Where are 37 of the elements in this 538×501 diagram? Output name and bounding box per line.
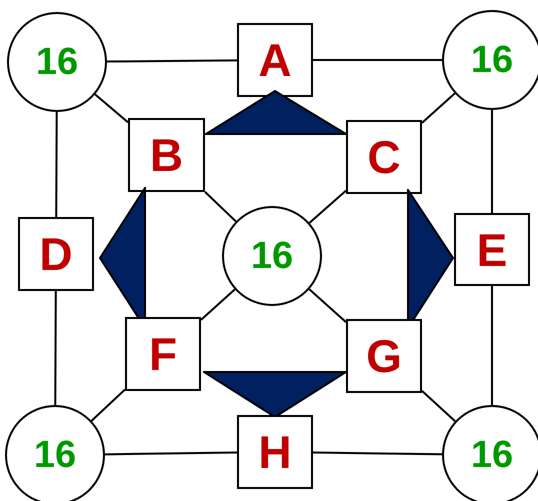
letter-label: A [258, 37, 292, 83]
connector-line [312, 452, 442, 456]
connector-line [55, 112, 58, 217]
letter-box [128, 118, 205, 192]
letter-box [125, 317, 201, 391]
connector-line [54, 291, 57, 405]
connector-line [200, 288, 236, 321]
letter-box [18, 217, 94, 291]
connector-line [491, 286, 493, 405]
connector-line [94, 94, 129, 124]
connector-line [491, 110, 493, 213]
letter-label: G [366, 333, 402, 379]
connector-line [204, 191, 237, 222]
letter-label: D [39, 231, 73, 277]
connector-line [308, 288, 347, 323]
number-label: 16 [36, 43, 78, 81]
connector-line [107, 59, 237, 63]
connector-line [313, 59, 442, 61]
letter-box [346, 319, 422, 393]
letter-label: B [150, 132, 184, 178]
number-label: 16 [470, 436, 514, 474]
connector-line [308, 190, 347, 224]
letter-label: H [258, 429, 292, 475]
number-label: 16 [470, 41, 514, 79]
letter-box [346, 120, 422, 194]
letter-box [454, 213, 530, 286]
number-label: 16 [34, 436, 76, 474]
connector-line [421, 390, 456, 422]
connector-line [90, 388, 126, 422]
letter-label: F [148, 331, 178, 377]
letter-box [237, 23, 313, 97]
letter-box [237, 415, 313, 489]
letter-label: C [367, 134, 401, 180]
connector-line [421, 92, 456, 124]
connector-line [104, 452, 238, 456]
number-label: 16 [250, 237, 294, 275]
letter-label: E [476, 226, 508, 272]
